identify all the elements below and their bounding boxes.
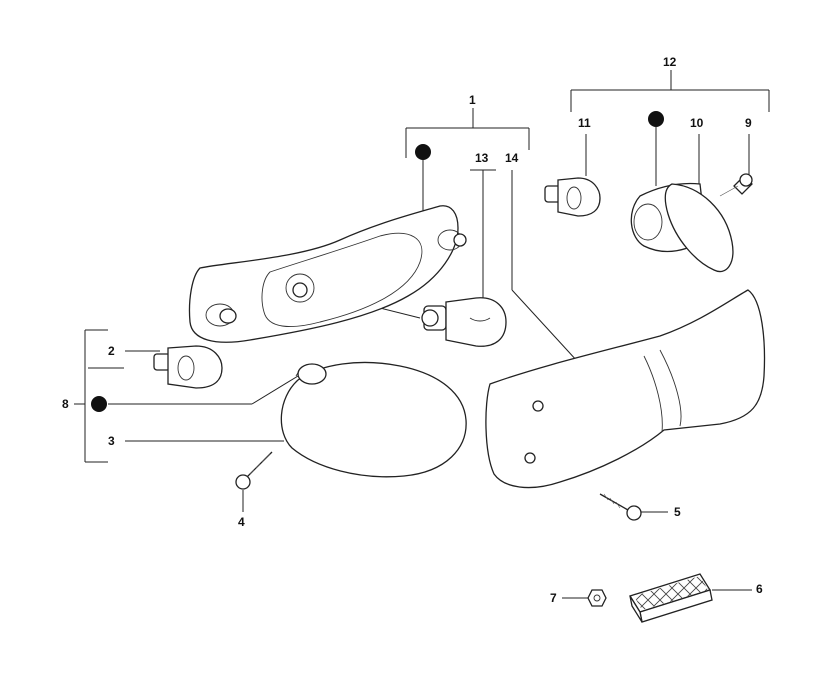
callout-3: 3 (108, 434, 115, 448)
bracket-1 (405, 108, 530, 158)
bulb-part-2 (153, 345, 223, 389)
callout-10: 10 (690, 116, 704, 130)
callout-6: 6 (756, 582, 763, 596)
screw-part-9 (719, 173, 753, 197)
callout-13: 13 (475, 151, 489, 165)
callout-12: 12 (663, 55, 677, 69)
callout-5: 5 (674, 505, 681, 519)
screw-part-4 (235, 451, 273, 490)
callout-labels: 1 2 3 4 5 6 7 8 9 10 11 12 13 14 (62, 55, 763, 605)
marker-dot-upper-left (415, 144, 431, 160)
nut-part-7 (587, 589, 607, 607)
indicator-lens-part-3 (280, 361, 467, 478)
bulb-part-11 (544, 177, 601, 217)
callout-9: 9 (745, 116, 752, 130)
marker-dot-left (91, 396, 107, 412)
housing-part-1 (188, 205, 467, 343)
rear-lens-part-14 (485, 289, 766, 489)
screw-part-5 (599, 493, 642, 521)
side-lamp-part-10 (630, 182, 734, 273)
callout-14: 14 (505, 151, 519, 165)
callout-7: 7 (550, 591, 557, 605)
callout-4: 4 (238, 515, 245, 529)
marker-dot-upper-right (648, 111, 664, 127)
bracket-12 (570, 70, 770, 112)
callout-8: 8 (62, 397, 69, 411)
bracket-8 (74, 329, 108, 463)
bulb-part-13 (421, 297, 507, 347)
reflector-part-6 (629, 573, 713, 623)
callout-11: 11 (578, 116, 591, 130)
callout-1: 1 (469, 93, 476, 107)
callout-2: 2 (108, 344, 115, 358)
